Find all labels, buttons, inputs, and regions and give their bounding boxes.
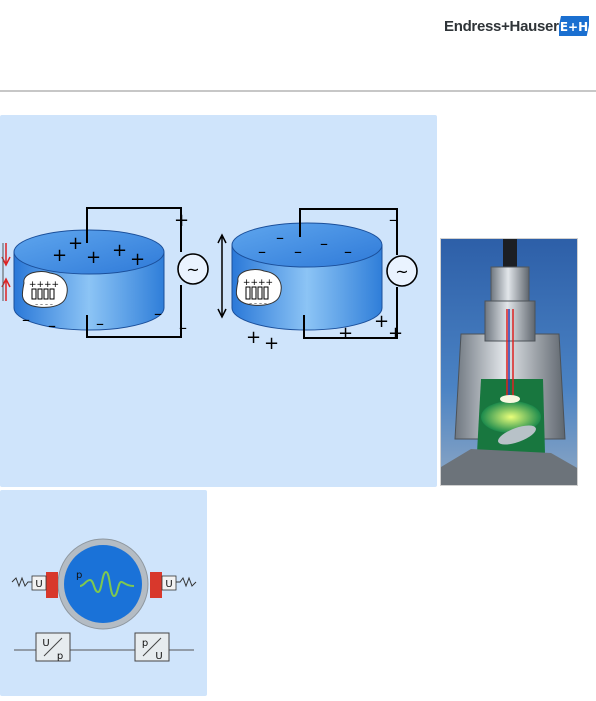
svg-text:~: ~ [186,260,199,279]
charge-plus: + [338,323,353,344]
piezo-principle-panel: ~ ++++ – – – – + + + + + + – – – – – [0,115,437,487]
charge-plus: + [52,245,67,266]
sensor-cutaway-image [440,238,578,486]
charge-plus: + [86,247,101,268]
svg-text:U: U [165,579,172,590]
left-signal-wave-icon [11,576,32,588]
charge-plus: + [246,327,261,348]
header-divider [0,90,596,92]
charge-plus: + [264,333,279,354]
svg-text:~: ~ [395,262,408,281]
left-sensor [46,572,58,598]
left-crystal-lattice-icon: ++++ – – – – [21,270,68,308]
right-sensor [150,572,162,598]
charge-plus: + [68,233,83,254]
svg-text:++++: ++++ [243,278,273,288]
charge-minus: – [22,310,30,329]
svg-text:p: p [142,638,148,649]
charge-plus: + [374,311,389,332]
svg-text:– – – –: – – – – [35,301,53,308]
svg-text:– – – –: – – – – [249,300,267,307]
pressure-wave [79,570,135,598]
piezo-diagram: ~ ++++ – – – – + + + + + + – – – – – [1,207,418,354]
left-ac-source-icon [177,253,209,285]
right-crystal-lattice-icon: ++++ – – – – [235,268,282,307]
left-crystal-cylinder [13,229,165,331]
brand-logo-icon: E+H [559,16,589,36]
charge-minus: – [154,304,162,323]
charge-plus: + [174,210,189,231]
right-crystal-cylinder [231,222,383,331]
charge-minus: – [96,314,104,333]
charge-minus: – [258,242,266,261]
svg-text:E+H: E+H [560,20,588,34]
charge-minus: – [320,234,328,253]
pressure-label: p [76,570,82,581]
pipe-diagram: p U U U p p U [11,538,197,662]
svg-text:–: – [344,242,352,261]
charge-minus: – [276,228,284,247]
svg-text:p: p [57,651,63,662]
brand-name: Endress+Hauser [444,18,559,35]
pipe-measurement-panel: p U U U p p U [0,490,207,696]
extend-arrow-icon [217,233,227,319]
right-ac-source-icon [386,255,418,287]
svg-text:–: – [389,210,397,229]
svg-text:U: U [155,651,162,662]
svg-text:++++: ++++ [29,280,59,290]
svg-text:U: U [35,579,42,590]
right-signal-wave-icon [176,576,197,588]
charge-minus: – [179,318,187,337]
svg-text:U: U [42,638,49,649]
charge-minus: – [294,242,302,261]
charge-minus: – [48,316,56,335]
charge-plus: + [130,249,145,270]
charge-plus: + [112,240,127,261]
charge-plus: + [388,323,403,344]
